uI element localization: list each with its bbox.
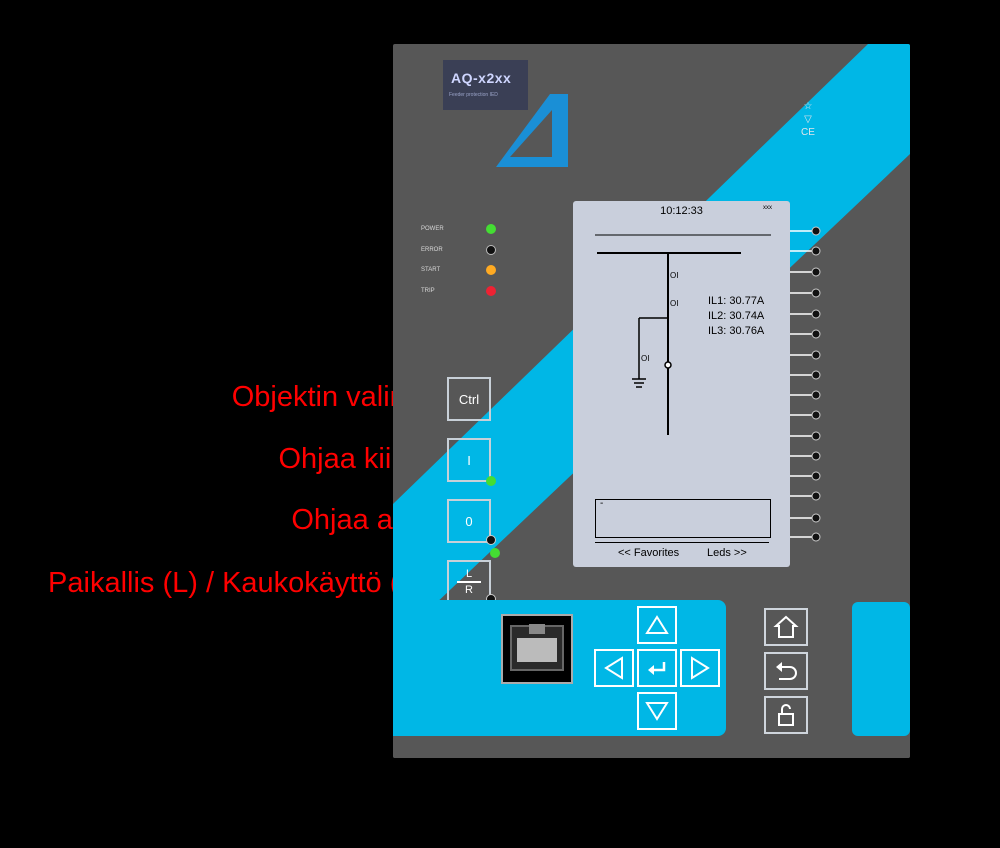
unlock-icon	[778, 704, 794, 726]
right-arrow-icon	[691, 656, 710, 680]
led-power	[486, 224, 496, 234]
close-button-label: I	[467, 452, 471, 468]
nav-left-button[interactable]	[594, 649, 634, 687]
lr-divider	[457, 581, 481, 583]
ethernet-port	[501, 614, 573, 684]
panel-footer	[393, 736, 910, 758]
clock: 10:12:33	[660, 205, 703, 217]
current-il1: IL1: 30.77A	[708, 295, 765, 307]
programmable-led-column	[790, 226, 821, 542]
nav-enter-button[interactable]	[637, 649, 677, 687]
product-subtitle: Feeder protection IED	[449, 92, 498, 98]
local-indicator-led	[490, 548, 500, 558]
down-arrow-icon	[645, 702, 669, 721]
certification-marks: ☆ ▽ CE	[801, 101, 815, 138]
nav-right-button[interactable]	[680, 649, 720, 687]
enter-icon	[648, 662, 666, 675]
nav-leds[interactable]: Leds >>	[707, 547, 747, 559]
product-badge: AQ-x2xx Feeder protection IED	[443, 60, 528, 110]
nav-up-button[interactable]	[637, 606, 677, 644]
led-trip	[486, 286, 496, 296]
open-button[interactable]: 0	[447, 499, 491, 543]
function-key-panel	[852, 602, 910, 736]
lock-button[interactable]	[764, 696, 808, 734]
led-start	[486, 265, 496, 275]
message-text: -	[600, 498, 604, 509]
close-indicator-led	[486, 476, 496, 486]
remote-label: R	[465, 584, 473, 596]
nav-divider	[595, 542, 769, 543]
relay-front-panel: AQ-x2xx Feeder protection IED ☆ ▽ CE POW…	[393, 44, 910, 758]
switch-label-1: OI	[670, 271, 679, 280]
led-start-label: START	[421, 267, 441, 273]
single-line-diagram	[595, 234, 771, 435]
led-trip-label: TRIP	[421, 288, 435, 294]
home-button[interactable]	[764, 608, 808, 646]
current-il3: IL3: 30.76A	[708, 325, 765, 337]
close-button[interactable]: I	[447, 438, 491, 482]
local-label: L	[465, 568, 473, 580]
home-icon	[773, 615, 799, 638]
led-error	[486, 245, 496, 255]
nav-down-button[interactable]	[637, 692, 677, 730]
nav-favorites[interactable]: << Favorites	[618, 547, 680, 559]
message-box: -	[595, 498, 771, 538]
product-name: AQ-x2xx	[451, 70, 512, 86]
ethernet-icon	[510, 624, 564, 671]
local-remote-button[interactable]: L R	[447, 560, 491, 604]
open-button-label: 0	[465, 513, 473, 529]
ctrl-button[interactable]: Ctrl	[447, 377, 491, 421]
led-error-label: ERROR	[421, 247, 443, 253]
lcd-display: 10:12:33 xxx OI OI OI IL1: 30.77A IL2: 3…	[573, 201, 790, 567]
left-arrow-icon	[604, 656, 623, 680]
back-button[interactable]	[764, 652, 808, 690]
switch-label-3: OI	[641, 354, 650, 363]
led-power-label: POWER	[421, 226, 444, 232]
open-indicator-led	[486, 535, 496, 545]
back-icon	[776, 662, 797, 680]
status-icon: xxx	[763, 205, 772, 211]
ctrl-button-label: Ctrl	[458, 391, 480, 407]
up-arrow-icon	[645, 615, 669, 634]
current-il2: IL2: 30.74A	[708, 310, 765, 322]
label-local-remote: Paikallis (L) / Kaukokäyttö (R)	[48, 567, 430, 599]
arcteq-logo	[496, 94, 568, 167]
switch-label-2: OI	[670, 299, 679, 308]
